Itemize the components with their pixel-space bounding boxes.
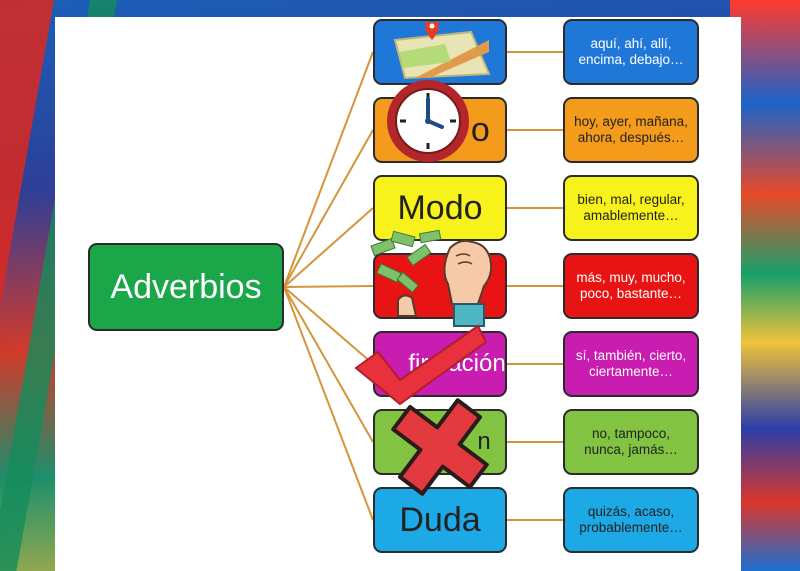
examples-text: no, tampoco, nunca, jamás… [584,425,678,457]
link-root-to-afirmacion [283,286,374,365]
examples-modo: bien, mal, regular, amablemente… [563,175,699,241]
examples-text: hoy, ayer, mañana, ahora, después… [574,113,688,145]
link-root-to-duda [283,286,374,521]
root-label: Adverbios [110,267,262,306]
root-node-adverbios: Adverbios [88,243,284,331]
category-label: n [477,428,491,455]
examples-text: aquí, ahí, allí, encima, debajo… [578,35,684,67]
link-root-to-modo [283,207,374,288]
x-mark-icon [391,398,489,496]
examples-text: más, muy, mucho, poco, bastante… [576,269,686,301]
examples-negacion: no, tampoco, nunca, jamás… [563,409,699,475]
map-pin-icon [393,22,491,80]
category-modo: Modo [373,175,507,241]
link-root-to-lugar [283,51,374,288]
category-label: Duda [399,500,481,539]
examples-duda: quizás, acaso, probablemente… [563,487,699,553]
link-root-to-negacion [283,286,374,443]
link-root-to-cantidad [283,285,374,288]
examples-afirmacion: sí, también, cierto, ciertamente… [563,331,699,397]
check-mark-icon [354,324,488,406]
link-root-to-tiempo [283,129,374,288]
category-label: Modo [397,188,483,227]
category-label-end: o [470,110,490,149]
category-duda: Duda [373,487,507,553]
examples-text: quizás, acaso, probablemente… [579,503,683,535]
examples-cantidad: más, muy, mucho, poco, bastante… [563,253,699,319]
examples-text: bien, mal, regular, amablemente… [577,191,685,223]
examples-text: sí, también, cierto, ciertamente… [575,347,687,379]
money-hand-icon [370,229,493,327]
clock-icon [387,80,469,162]
examples-lugar: aquí, ahí, allí, encima, debajo… [563,19,699,85]
examples-tiempo: hoy, ayer, mañana, ahora, después… [563,97,699,163]
